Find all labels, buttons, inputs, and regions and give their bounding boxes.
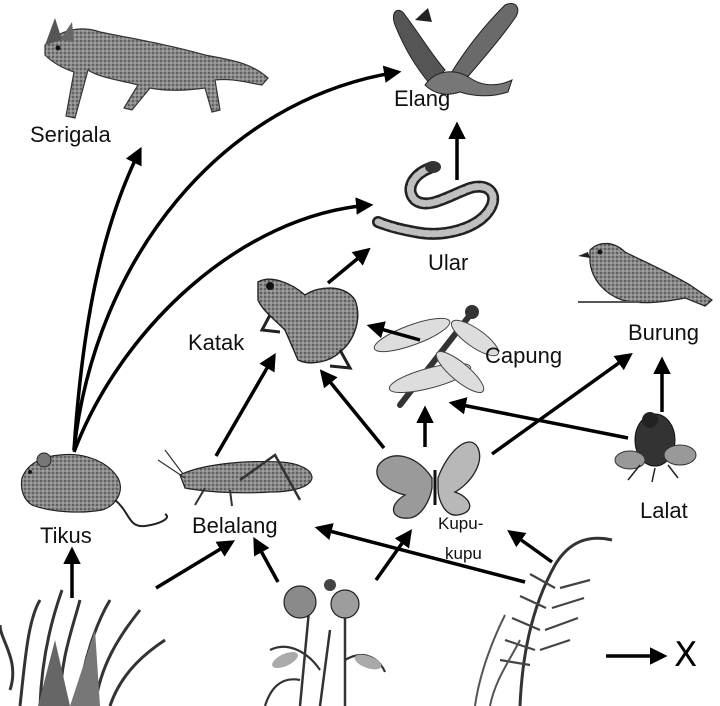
arrow-kupu-katak — [319, 369, 386, 450]
arrow-bunga-belalang — [253, 536, 280, 583]
label-ular: Ular — [428, 250, 469, 275]
arrow-tikus-elang — [72, 65, 402, 451]
label-katak: Katak — [188, 330, 245, 355]
label-elang: Elang — [394, 86, 451, 111]
arrow-bunga-kupu — [374, 529, 413, 582]
grasshopper-icon — [157, 449, 313, 507]
label-capung: Capung — [485, 343, 563, 368]
wolf-icon — [44, 18, 269, 119]
mouse-icon — [20, 452, 168, 528]
arrow-belalang-katak — [214, 352, 276, 457]
arrow-rumput-belalang — [155, 540, 235, 590]
arrow-kupu-burung — [490, 352, 633, 456]
label-serigala: Serigala — [30, 122, 111, 147]
arrow-tikus-serigala — [72, 146, 142, 451]
label-kupu-line2: kupu — [445, 544, 482, 563]
butterfly-icon — [376, 441, 481, 519]
arrow-lalat-capung — [448, 397, 629, 440]
frog-icon — [257, 278, 359, 370]
legend-symbol: X — [674, 635, 698, 675]
label-tikus: Tikus — [40, 523, 92, 548]
arrow-tanaman-belalang — [314, 523, 526, 584]
flower-plant-icon — [263, 579, 387, 706]
snake-icon — [372, 161, 500, 240]
arrow-capung-katak — [366, 321, 421, 342]
label-kupu-line1: Kupu- — [438, 514, 484, 533]
fern-plant-icon — [474, 536, 613, 706]
eagle-icon — [392, 3, 519, 97]
label-burung: Burung — [628, 320, 699, 345]
arrow-katak-ular — [326, 247, 371, 285]
bird-icon — [578, 242, 713, 307]
grass-icon — [0, 589, 166, 706]
dragonfly-icon — [373, 305, 500, 408]
fly-icon — [614, 412, 697, 483]
label-lalat: Lalat — [640, 498, 688, 523]
arrow-tikus-ular — [72, 197, 374, 453]
label-belalang: Belalang — [192, 513, 278, 538]
arrow-tanaman-kupu — [507, 529, 554, 564]
